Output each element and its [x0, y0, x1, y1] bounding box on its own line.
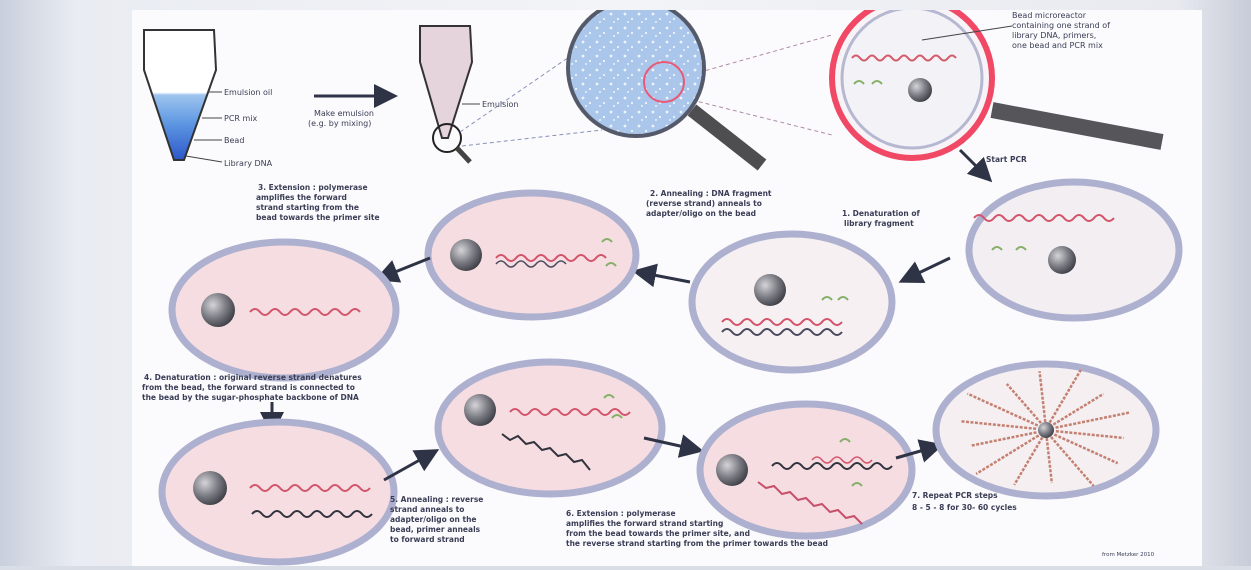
arrow-2-3	[638, 272, 690, 282]
label-make-emulsion-note: (e.g. by mixing)	[308, 119, 371, 128]
step-3-label-c: strand starting from the	[256, 203, 359, 212]
step-6-label-c: from the bead towards the primer site, a…	[566, 529, 750, 538]
pcr-tube: Emulsion oil PCR mix Bead Library DNA	[144, 30, 273, 168]
arrow-1-2	[904, 258, 950, 280]
step-4-label-b: from the bead, the forward strand is con…	[142, 383, 355, 392]
label-start-pcr: Start PCR	[986, 155, 1027, 164]
dish-step-3	[428, 193, 636, 317]
label-microreactor-3: library DNA, primers,	[1012, 31, 1096, 40]
emulsion-tube: Emulsion	[420, 26, 519, 162]
label-pcr-mix: PCR mix	[224, 114, 258, 123]
step-7-label-b: 8 - 5 - 8 for 30- 60 cycles	[912, 503, 1017, 512]
step-5-label-a: 5. Annealing : reverse	[390, 495, 483, 504]
magnifier-microreactor: Bead microreactor containing one strand …	[832, 10, 1162, 158]
label-emulsion-oil: Emulsion oil	[224, 88, 272, 97]
step-3-label-d: bead towards the primer site	[256, 213, 380, 222]
credit: from Metzker 2010	[1102, 552, 1155, 558]
arrow-4-5	[384, 452, 434, 480]
step-5-label-c: adapter/oligo on the	[390, 515, 477, 524]
arrow-3-4	[380, 258, 430, 278]
step-6-label-a: 6. Extension : polymerase	[566, 509, 676, 518]
label-make-emulsion: Make emulsion	[314, 109, 374, 118]
step-3-label-b: amplifies the forward	[256, 193, 347, 202]
step-1-label-b: library fragment	[844, 219, 914, 228]
label-microreactor-4: one bead and PCR mix	[1012, 41, 1103, 50]
label-emulsion: Emulsion	[482, 100, 519, 109]
label-microreactor-2: containing one strand of	[1012, 21, 1110, 30]
magnifier-emulsion	[568, 10, 762, 165]
dish-step-5	[438, 362, 662, 494]
dish-step-2	[692, 234, 892, 370]
label-bead: Bead	[224, 136, 244, 145]
slide: Emulsion oil PCR mix Bead Library DNA Ma…	[132, 10, 1202, 566]
arrow-start-pcr	[960, 150, 988, 178]
step-5-label-d: bead, primer anneals	[390, 525, 481, 534]
dish-step-6	[700, 404, 912, 536]
step-3-label-a: 3. Extension : polymerase	[258, 183, 368, 192]
step-6-label-b: amplifies the forward strand starting	[566, 519, 723, 528]
step-1-label-a: 1. Denaturation of	[842, 209, 920, 218]
label-library-dna: Library DNA	[224, 159, 273, 168]
step-2-label-c: adapter/oligo on the bead	[646, 209, 756, 218]
dish-step-7	[936, 364, 1156, 496]
step-5-label-b: strand anneals to	[390, 505, 464, 514]
step-2-label-a: 2. Annealing : DNA fragment	[650, 189, 772, 198]
dish-step-4	[162, 422, 394, 562]
step-2-label-b: (reverse strand) anneals to	[646, 199, 762, 208]
dish-step-1	[969, 182, 1179, 318]
label-microreactor-1: Bead microreactor	[1012, 11, 1087, 20]
step-6-label-d: the reverse strand starting from the pri…	[566, 539, 828, 548]
step-4-label-c: the bead by the sugar-phosphate backbone…	[142, 393, 359, 402]
step-4-label-a: 4. Denaturation : original reverse stran…	[144, 373, 362, 382]
dish-step-3b	[172, 242, 396, 378]
step-5-label-e: to forward strand	[390, 535, 465, 544]
emulsion-pcr-diagram: Emulsion oil PCR mix Bead Library DNA Ma…	[132, 10, 1202, 566]
step-7-label-a: 7. Repeat PCR steps	[912, 491, 998, 500]
